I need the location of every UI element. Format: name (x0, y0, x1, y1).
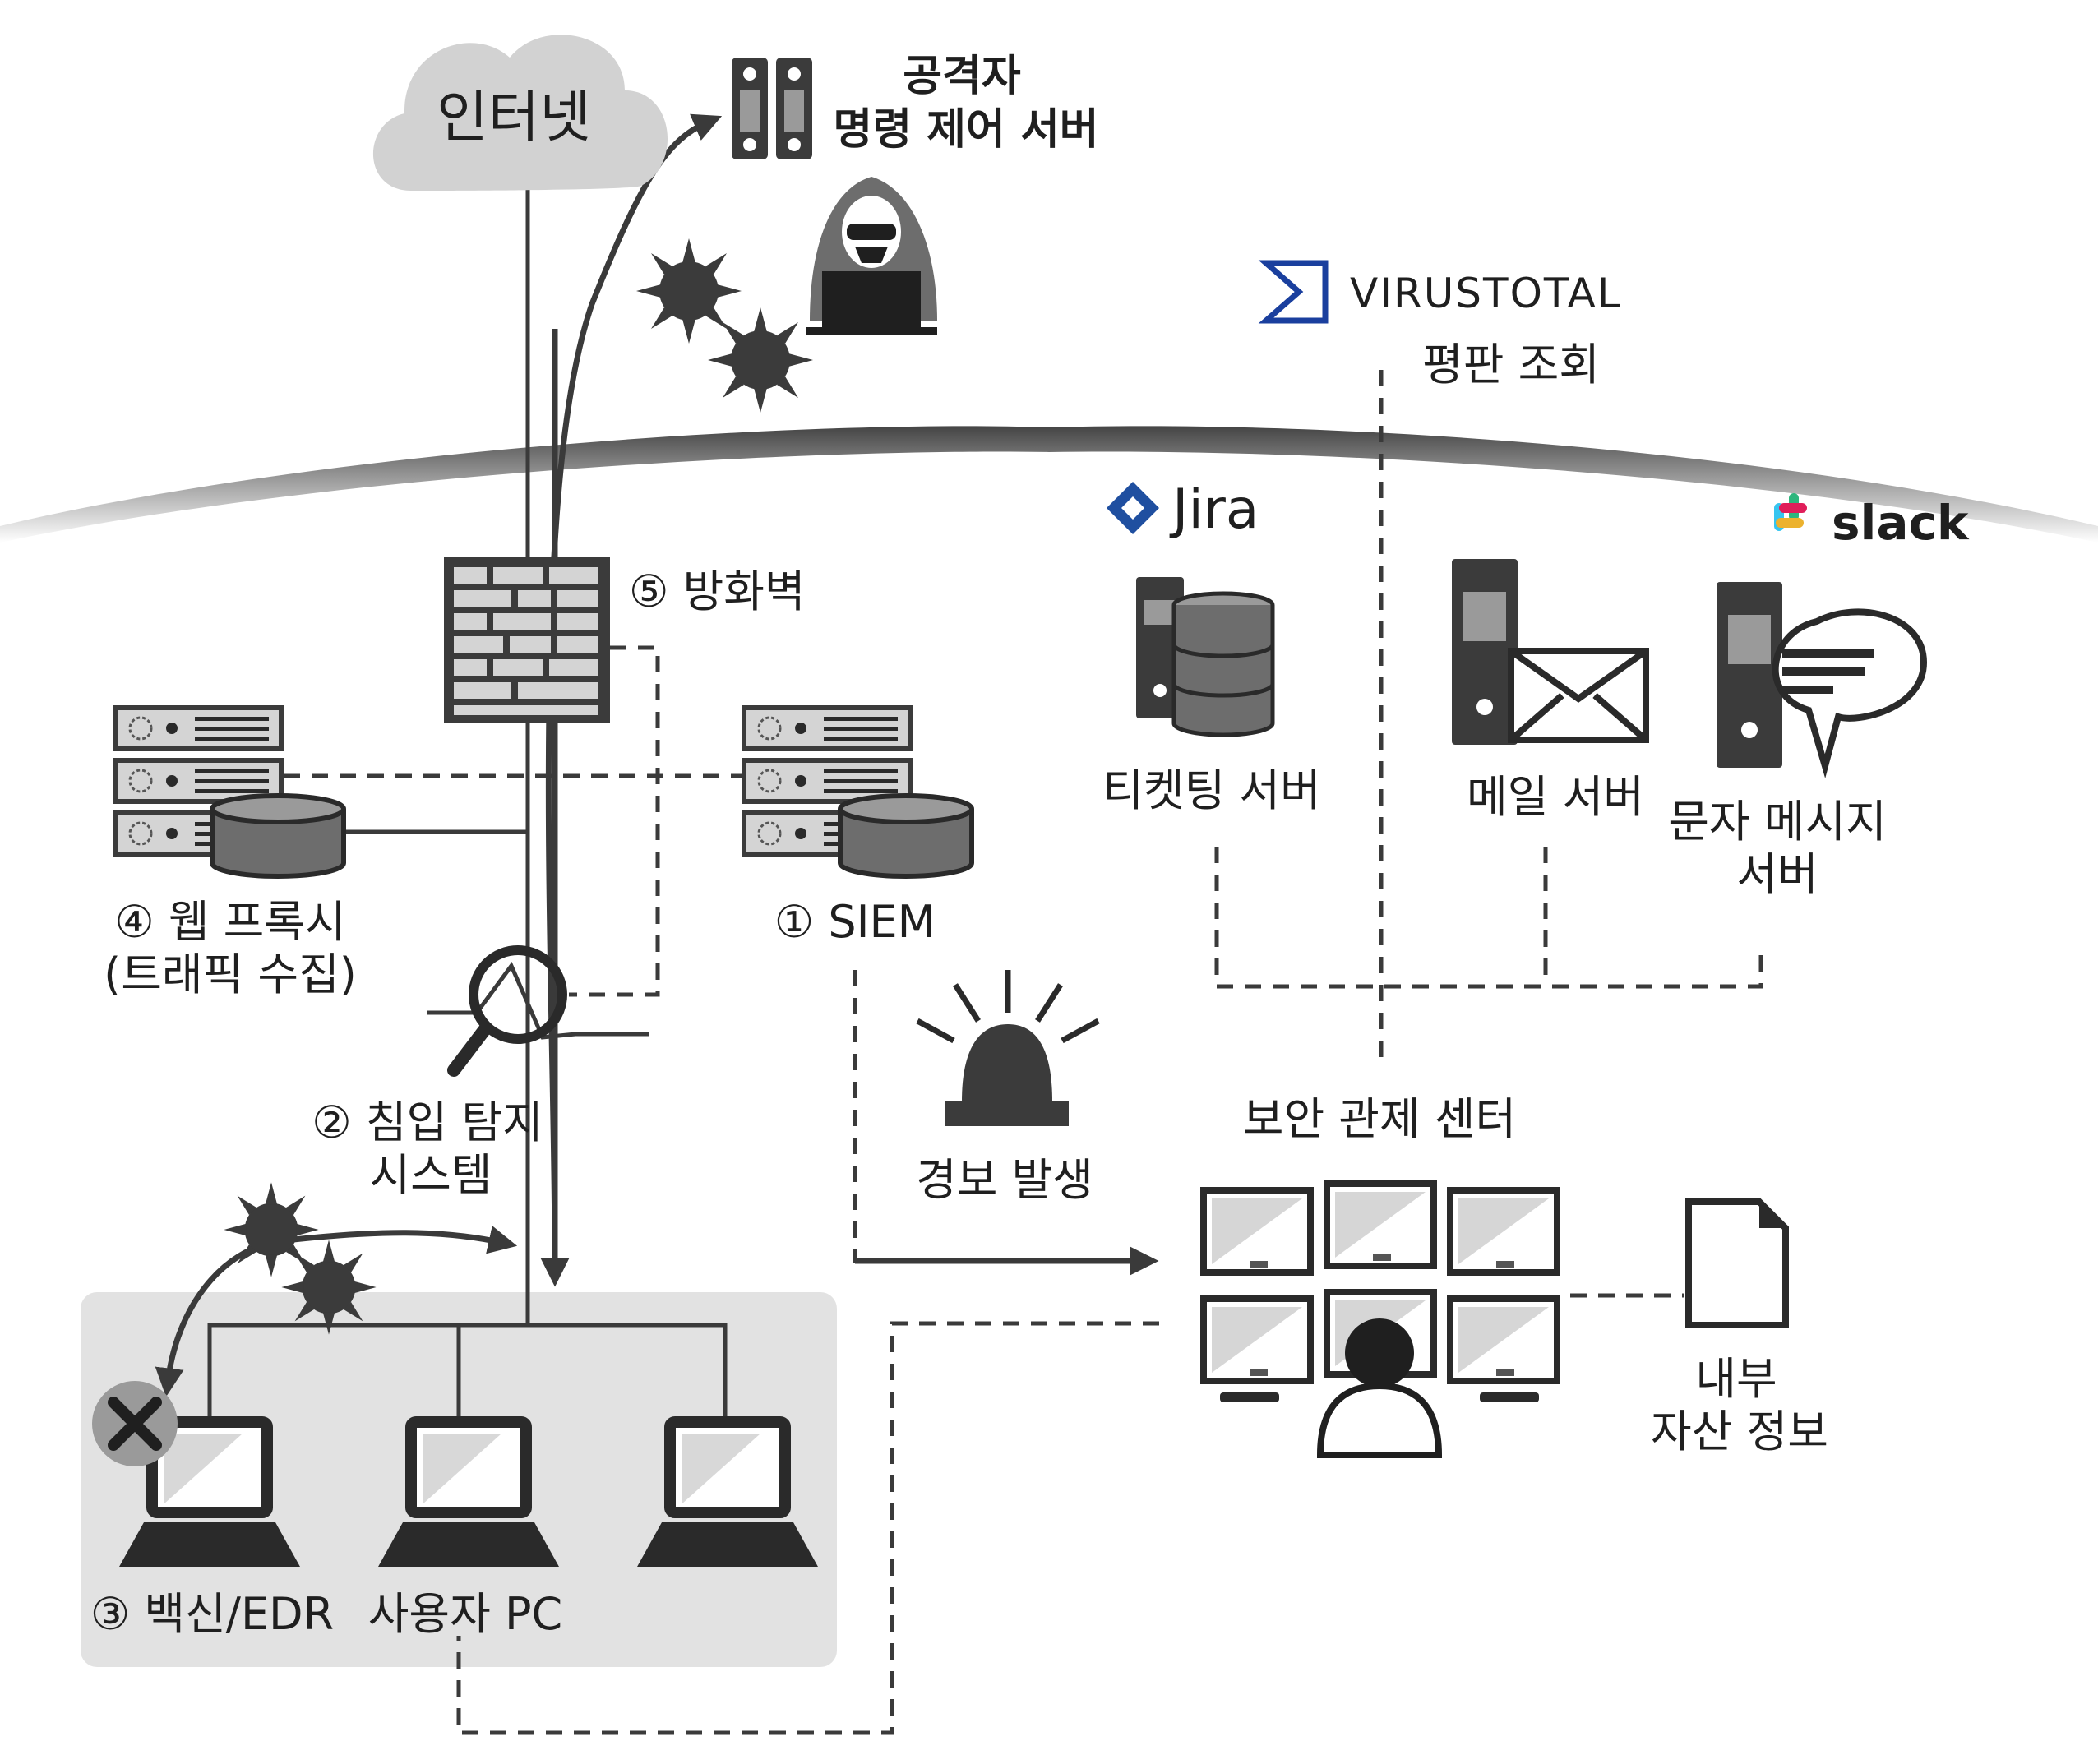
reputation-lookup-label: 평판 조회 (1422, 339, 1600, 390)
virus-icon (636, 238, 742, 344)
siem-server-icon (740, 704, 972, 876)
document-icon (1685, 1198, 1789, 1328)
virustotal-logo-icon (1258, 260, 1329, 324)
mail-server-label: 메일 서버 (1467, 771, 1644, 823)
soc-label: 보안 관제 센터 (1243, 1093, 1516, 1145)
magnifier-waveform-icon (447, 945, 567, 1077)
cloud-icon (372, 35, 668, 191)
server-envelope-icon (1452, 559, 1649, 745)
server-tower-icon (732, 58, 812, 159)
sms-server-label-line2: 서버 (1736, 848, 1818, 900)
jira-logo-icon (1107, 482, 1159, 534)
ids-label-line1: ② 침입 탐지 (312, 1097, 543, 1148)
virus-icon (708, 307, 813, 413)
proxy-label-line2: (트래픽 수집) (104, 949, 357, 1000)
server-chat-bubble-icon (1717, 582, 1928, 778)
laptop-icon (637, 1422, 818, 1567)
ticket-server-label: 티켓팅 서버 (1102, 764, 1321, 816)
brick-wall-icon (444, 557, 610, 723)
user-pc-label: 사용자 PC (368, 1588, 562, 1640)
monitor-wall-operator-icon (1204, 1184, 1557, 1458)
sms-server-label-line1: 문자 메시지 (1668, 796, 1887, 847)
virustotal-brand: VIRUSTOTAL (1350, 270, 1622, 317)
siem-label: ① SIEM (774, 896, 936, 948)
blocked-x-icon (92, 1381, 178, 1466)
asset-info-label-line2: 자산 정보 (1651, 1406, 1828, 1457)
virus-icon (281, 1240, 377, 1335)
c2-label-line2: 명령 제어 서버 (833, 105, 1098, 155)
firewall-label: ⑤ 방화벽 (629, 566, 806, 617)
hooded-hacker-icon (806, 177, 937, 335)
c2-label-line1: 공격자 (903, 52, 1021, 101)
web-proxy-server-icon (111, 704, 344, 876)
network-boundary-horizon (0, 426, 2098, 543)
proxy-label-line1: ④ 웹 프록시 (114, 896, 345, 948)
slack-brand: slack (1832, 495, 1970, 551)
server-database-icon (1136, 577, 1275, 737)
antivirus-edr-label: ③ 백신/EDR (90, 1588, 334, 1640)
internet-label: 인터넷 (437, 85, 591, 150)
slack-logo-icon (1774, 493, 1807, 531)
jira-brand: Jira (1169, 478, 1259, 541)
asset-info-label-line1: 내부 (1695, 1353, 1777, 1405)
alarm-label: 경보 발생 (916, 1154, 1093, 1206)
laptop-icon (378, 1422, 559, 1567)
siren-icon (916, 970, 1100, 1126)
ids-label-line2: 시스템 (369, 1149, 492, 1201)
